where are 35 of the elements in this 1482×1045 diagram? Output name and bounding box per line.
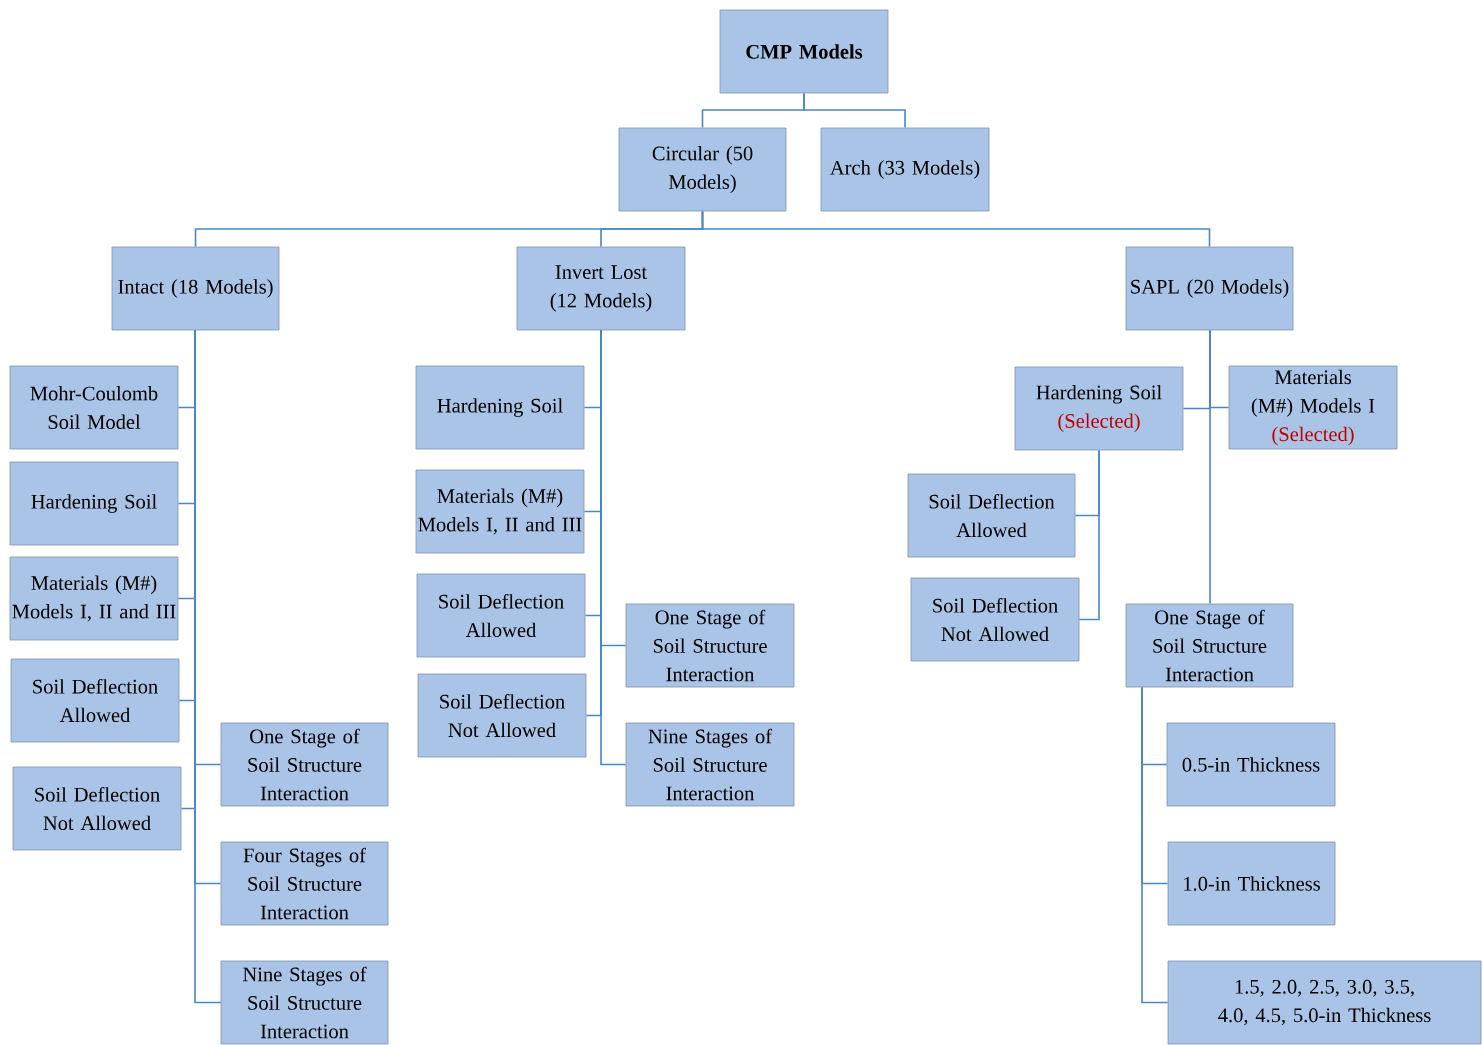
connector-line (1141, 686, 1169, 1004)
category-box: Hardening Soil (Selected) (1014, 366, 1184, 451)
connector-line (701, 210, 1211, 248)
category-box: Soil Deflection Allowed (10, 658, 180, 743)
category-box: Four Stages of Soil Structure Interaction (220, 841, 389, 926)
category-box: Materials (M#) Models I, II and III (415, 469, 585, 554)
category-box: Intact (18 Models) (111, 246, 280, 331)
connector-line (194, 329, 222, 1004)
category-box: 1.0-in Thickness (1167, 841, 1336, 926)
category-box: Soil Deflection Not Allowed (910, 577, 1080, 662)
connector-line (600, 329, 627, 766)
category-box: One Stage of Soil Structure Interaction (1125, 603, 1294, 688)
category-box: Soil Deflection Allowed (907, 473, 1076, 558)
category-box: Soil Deflection Not Allowed (12, 766, 182, 851)
category-box: Hardening Soil (9, 461, 179, 546)
category-box: Nine Stages of Soil Structure Interaction (625, 722, 795, 807)
connector-line (1078, 449, 1100, 621)
category-box: Circular (50 Models) (618, 127, 787, 212)
category-box: Mohr-Coulomb Soil Model (9, 365, 179, 450)
category-box: Materials (M#) Models I, II and III (9, 556, 179, 641)
category-box: SAPL (20 Models) (1125, 246, 1294, 331)
category-box: Materials (M#) Models I (Selected) (1228, 365, 1398, 450)
category-box: Invert Lost (12 Models) (516, 246, 686, 331)
category-box: Hardening Soil (415, 365, 585, 450)
connector-line (1209, 329, 1211, 605)
category-box: Soil Deflection Not Allowed (417, 673, 587, 758)
category-box: One Stage of Soil Structure Interaction (625, 603, 795, 688)
category-box: One Stage of Soil Structure Interaction (220, 722, 389, 807)
category-box: 0.5-in Thickness (1166, 722, 1336, 807)
category-box: Soil Deflection Allowed (416, 573, 586, 658)
connector-line (803, 92, 906, 129)
category-box: Nine Stages of Soil Structure Interaction (220, 960, 389, 1045)
root-box: CMP Models (719, 9, 889, 94)
category-box: 1.5, 2.0, 2.5, 3.0, 3.5, 4.0, 4.5, 5.0-in Thickness (1167, 960, 1482, 1045)
category-box: Arch (33 Models) (820, 127, 990, 212)
